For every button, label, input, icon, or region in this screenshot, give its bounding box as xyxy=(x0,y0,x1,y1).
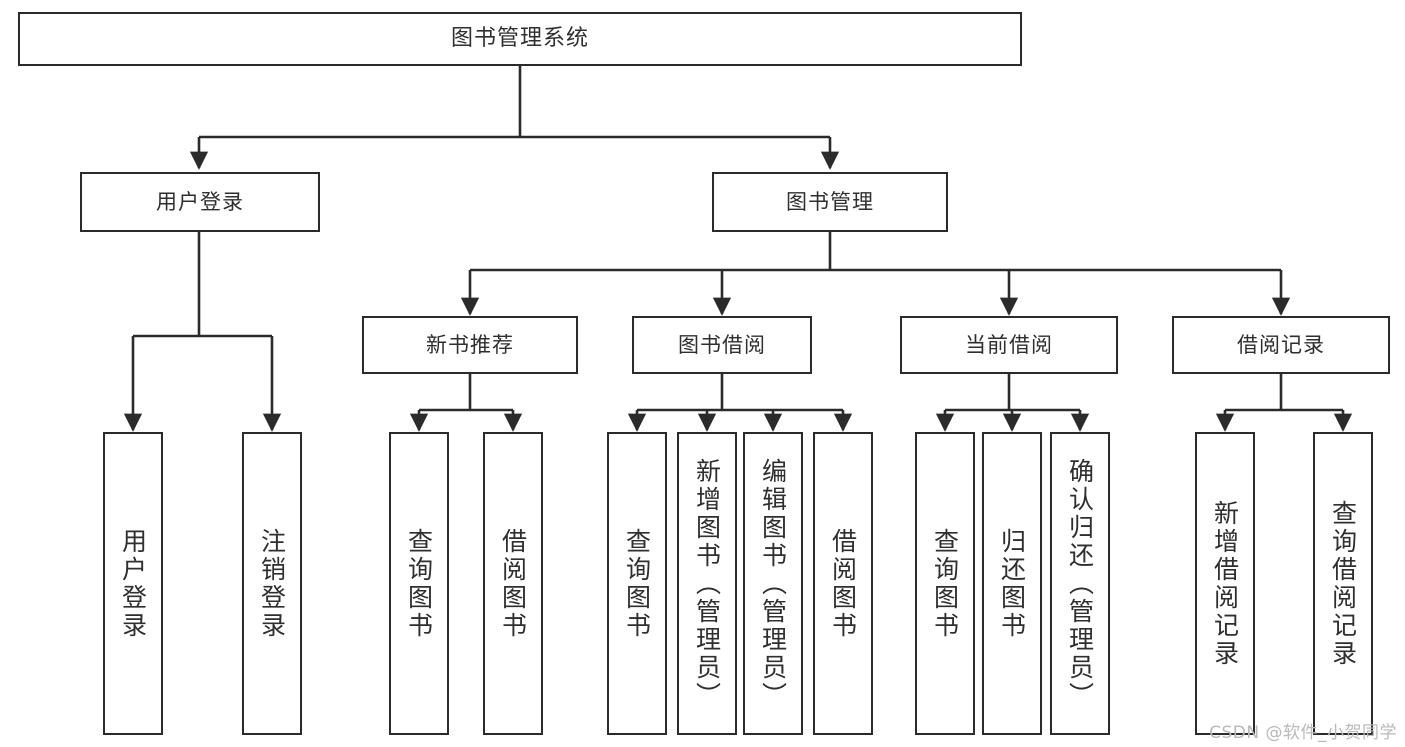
leaf-borrow-record-2[interactable]: 查询借阅记录 xyxy=(1313,432,1373,735)
leaf-label: 新增借阅记录 xyxy=(1210,499,1240,668)
leaf-book-borrow-2[interactable]: 新增图书（管理员） xyxy=(677,432,737,735)
node-root-label: 图书管理系统 xyxy=(450,26,589,52)
leaf-current-borrow-2[interactable]: 归还图书 xyxy=(982,432,1042,735)
node-current-borrow-label: 当前借阅 xyxy=(965,332,1053,357)
leaf-label: 编辑图书（管理员） xyxy=(758,457,788,710)
leaf-current-borrow-3[interactable]: 确认归还（管理员） xyxy=(1050,432,1110,735)
node-current-borrow[interactable]: 当前借阅 xyxy=(900,316,1118,374)
watermark-text: CSDN @软件_小贺同学 xyxy=(1209,723,1397,743)
leaf-label: 借阅图书 xyxy=(498,527,528,640)
node-book-management-label: 图书管理 xyxy=(786,189,874,214)
leaf-label: 查询图书 xyxy=(404,527,434,640)
node-book-borrow-label: 图书借阅 xyxy=(678,332,766,357)
node-new-book-recommend[interactable]: 新书推荐 xyxy=(362,316,578,374)
leaf-user-login-2[interactable]: 注销登录 xyxy=(242,432,302,735)
node-book-borrow[interactable]: 图书借阅 xyxy=(632,316,812,374)
node-book-management[interactable]: 图书管理 xyxy=(712,172,948,232)
node-new-book-recommend-label: 新书推荐 xyxy=(426,332,514,357)
leaf-book-borrow-3[interactable]: 编辑图书（管理员） xyxy=(743,432,803,735)
leaf-current-borrow-1[interactable]: 查询图书 xyxy=(915,432,975,735)
leaf-label: 归还图书 xyxy=(997,527,1027,640)
node-root[interactable]: 图书管理系统 xyxy=(18,12,1022,66)
leaf-user-login-1[interactable]: 用户登录 xyxy=(103,432,163,735)
leaf-label: 注销登录 xyxy=(257,527,287,640)
leaf-book-borrow-4[interactable]: 借阅图书 xyxy=(813,432,873,735)
leaf-book-borrow-1[interactable]: 查询图书 xyxy=(607,432,667,735)
leaf-label: 用户登录 xyxy=(118,527,148,640)
leaf-label: 查询借阅记录 xyxy=(1328,499,1358,668)
leaf-new-book-1[interactable]: 查询图书 xyxy=(389,432,449,735)
node-user-login-label: 用户登录 xyxy=(156,189,244,214)
leaf-label: 查询图书 xyxy=(930,527,960,640)
node-borrow-record-label: 借阅记录 xyxy=(1237,332,1325,357)
leaf-borrow-record-1[interactable]: 新增借阅记录 xyxy=(1195,432,1255,735)
node-borrow-record[interactable]: 借阅记录 xyxy=(1172,316,1390,374)
node-user-login[interactable]: 用户登录 xyxy=(80,172,320,232)
leaf-label: 确认归还（管理员） xyxy=(1065,457,1095,710)
leaf-label: 新增图书（管理员） xyxy=(692,457,722,710)
leaf-new-book-2[interactable]: 借阅图书 xyxy=(483,432,543,735)
leaf-label: 借阅图书 xyxy=(828,527,858,640)
leaf-label: 查询图书 xyxy=(622,527,652,640)
